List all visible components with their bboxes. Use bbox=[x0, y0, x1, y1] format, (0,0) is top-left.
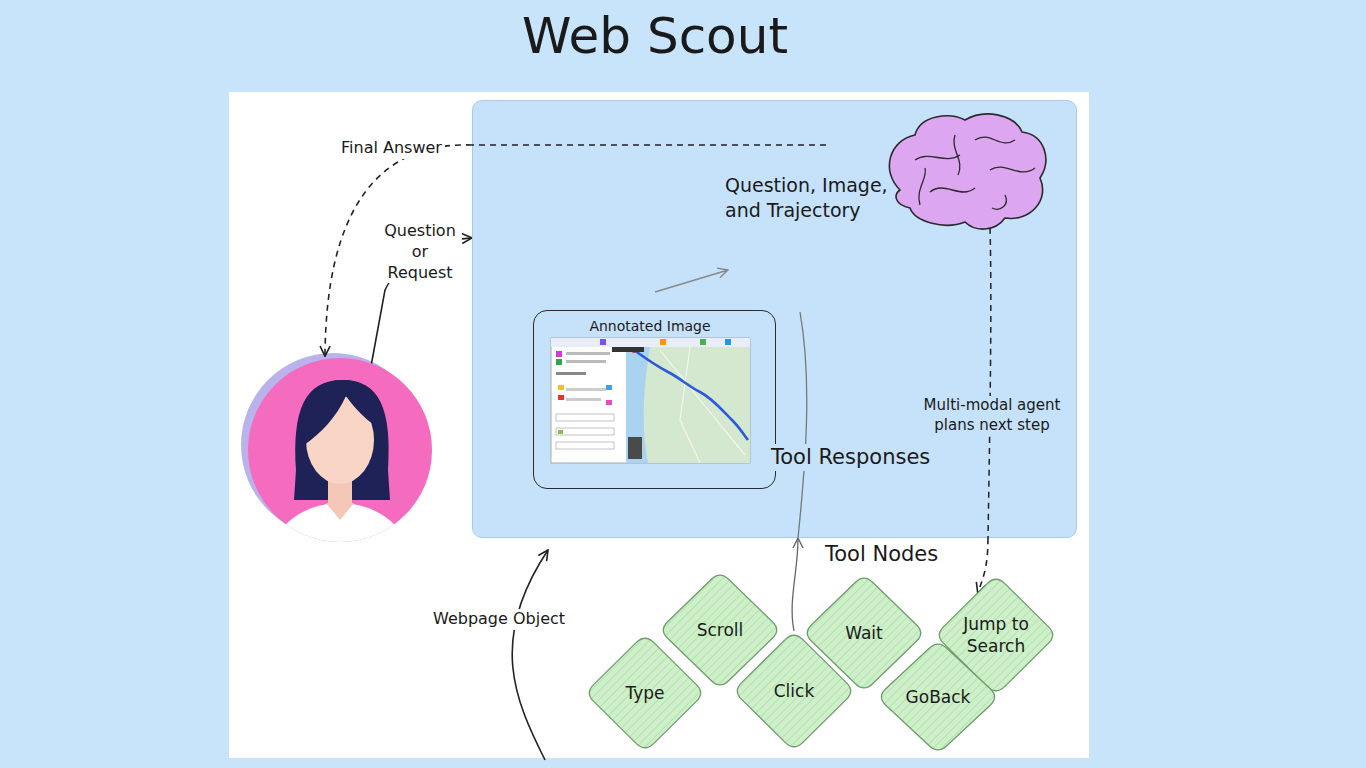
tooltip bbox=[612, 347, 644, 352]
panel-text: Question, Image, and Trajectory bbox=[725, 173, 890, 222]
shirt bbox=[268, 503, 412, 627]
thumbnail bbox=[628, 437, 642, 459]
edge-label: Multi-modal agent plans next step bbox=[914, 396, 1070, 435]
image-arrow bbox=[655, 270, 728, 292]
title-wrap: Web Scout bbox=[405, 6, 905, 66]
webpage-screenshot bbox=[551, 338, 750, 463]
plan-line bbox=[988, 228, 991, 538]
label-wrap: Webpage Object bbox=[430, 609, 568, 630]
tag-mark bbox=[558, 385, 564, 390]
response-line bbox=[798, 312, 807, 538]
list-item bbox=[556, 442, 614, 449]
white-panel bbox=[229, 92, 1089, 758]
edge-label: Question or Request bbox=[378, 221, 462, 283]
text-line bbox=[556, 372, 586, 375]
user-figure bbox=[268, 380, 412, 627]
tag-mark bbox=[700, 339, 706, 345]
tag-mark bbox=[556, 351, 562, 357]
brain-fold bbox=[954, 135, 960, 175]
brain-outline bbox=[889, 114, 1045, 229]
tool-name: GoBack bbox=[906, 686, 971, 708]
brain-fold bbox=[990, 167, 1035, 172]
flow-arrow bbox=[325, 145, 472, 356]
list-item bbox=[556, 414, 614, 421]
answer-line bbox=[472, 144, 826, 146]
card-heading: Annotated Image bbox=[534, 317, 766, 335]
diamond-outline bbox=[881, 644, 994, 750]
tool-diamond: Click bbox=[730, 628, 858, 754]
tag-mark bbox=[600, 339, 606, 345]
map-route bbox=[634, 350, 748, 440]
tool-diamond: Type bbox=[582, 631, 708, 755]
map-area bbox=[626, 347, 750, 463]
tool-name: Scroll bbox=[697, 619, 744, 641]
brain-fold bbox=[919, 168, 926, 205]
text-line bbox=[566, 360, 606, 363]
edge-label-wrap: Multi-modal agent plans next step bbox=[914, 396, 1070, 435]
text-line bbox=[566, 388, 606, 391]
tag-mark bbox=[556, 359, 562, 365]
edge-label-wrap: Final Answer bbox=[338, 138, 445, 159]
tool-name: Wait bbox=[845, 622, 883, 644]
edge-label: Tool Responses bbox=[768, 444, 933, 471]
diamond-outline bbox=[589, 638, 700, 748]
edge-label: Final Answer bbox=[338, 138, 445, 159]
list-item bbox=[556, 428, 614, 435]
tag-mark bbox=[558, 430, 563, 434]
map-road bbox=[680, 347, 700, 463]
tag-mark bbox=[660, 339, 666, 345]
screenshot-frame bbox=[551, 338, 750, 463]
brain-fold bbox=[930, 188, 975, 192]
tag-mark bbox=[606, 400, 612, 405]
flow-arrow bbox=[792, 538, 798, 631]
neckline bbox=[326, 503, 354, 520]
hair-back bbox=[294, 380, 390, 500]
tool-name: Type bbox=[625, 682, 664, 704]
brain-fold bbox=[975, 137, 1015, 143]
edge-label-wrap: Question or Request bbox=[378, 221, 462, 283]
diamond-outline bbox=[737, 635, 850, 747]
brain-fold bbox=[915, 155, 960, 160]
brain-fold bbox=[992, 195, 1006, 209]
tag-mark bbox=[725, 339, 731, 345]
tool-name: Jump to Search bbox=[957, 613, 1036, 657]
edge-label-wrap: Tool Responses bbox=[768, 444, 933, 471]
hair-front bbox=[303, 380, 385, 445]
tool-name: Click bbox=[774, 680, 815, 702]
diagram-title: Web Scout bbox=[405, 6, 905, 66]
screenshot-toolbar bbox=[551, 338, 750, 347]
note-label: Tool Nodes bbox=[822, 541, 941, 568]
tag-mark bbox=[606, 385, 612, 390]
tag-mark bbox=[558, 395, 564, 400]
brain-icon bbox=[889, 114, 1045, 229]
text-line bbox=[566, 352, 610, 355]
label-wrap: Tool Nodes bbox=[822, 541, 941, 568]
map-road bbox=[660, 350, 745, 455]
note-label: Webpage Object bbox=[430, 609, 568, 630]
text-line bbox=[566, 398, 601, 401]
webpage-arrow bbox=[512, 550, 548, 760]
map-water bbox=[626, 347, 650, 463]
